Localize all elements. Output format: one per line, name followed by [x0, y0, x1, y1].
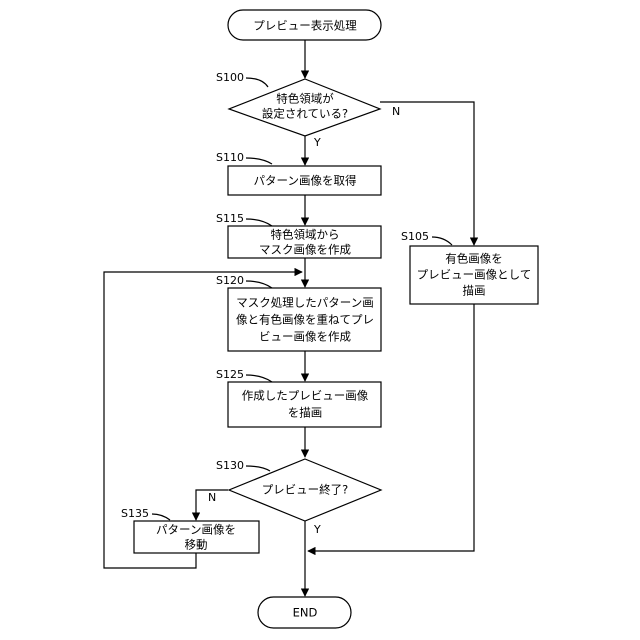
- s100-label-line-2: 設定されている?: [262, 107, 348, 121]
- s100-no-label: N: [392, 105, 400, 118]
- s135-label-line-1: パターン画像を: [156, 523, 236, 537]
- leader-s100: [246, 78, 268, 87]
- step-id-s135: S135: [121, 507, 149, 520]
- step-id-s125: S125: [216, 368, 244, 381]
- s100-label-line-1: 特色領域が: [276, 92, 334, 106]
- s105-label-line-2: プレビュー画像として: [417, 268, 532, 282]
- leader-s135: [152, 514, 170, 520]
- s100-yes-label: Y: [313, 136, 321, 149]
- leader-s115: [246, 219, 272, 226]
- leader-s105: [432, 237, 452, 245]
- s115-label-line-2: マスク画像を作成: [259, 243, 351, 257]
- s120-label-line-2: 像と有色画像を重ねてプレ: [236, 313, 374, 327]
- step-id-s110: S110: [216, 151, 244, 164]
- s110-label: パターン画像を取得: [254, 174, 357, 188]
- s125-label-line-2: を描画: [288, 406, 323, 420]
- leader-s130: [246, 466, 270, 471]
- leader-s120: [246, 281, 272, 288]
- s135-label-line-2: 移動: [185, 538, 208, 552]
- s105-label-line-1: 有色画像を: [445, 252, 503, 266]
- s120-label-line-3: ビュー画像を作成: [259, 330, 351, 344]
- s130-label: プレビュー終了?: [262, 483, 349, 497]
- start-label: プレビュー表示処理: [253, 19, 357, 33]
- s105-label-line-3: 描画: [463, 284, 486, 298]
- s130-no-label: N: [208, 491, 216, 504]
- step-id-s130: S130: [216, 459, 244, 472]
- s115-label-line-1: 特色領域から: [271, 228, 340, 242]
- leader-s110: [246, 158, 272, 164]
- step-id-s120: S120: [216, 274, 244, 287]
- step-id-s115: S115: [216, 212, 244, 225]
- edge-s100-no-s105: [380, 102, 474, 245]
- end-label: END: [293, 606, 318, 620]
- s125-label-line-1: 作成したプレビュー画像: [242, 389, 369, 403]
- s120-label-line-1: マスク処理したパターン画: [236, 296, 373, 310]
- s130-yes-label: Y: [313, 523, 321, 536]
- leader-s125: [246, 375, 272, 382]
- step-id-s105: S105: [401, 230, 429, 243]
- step-id-s100: S100: [216, 71, 244, 84]
